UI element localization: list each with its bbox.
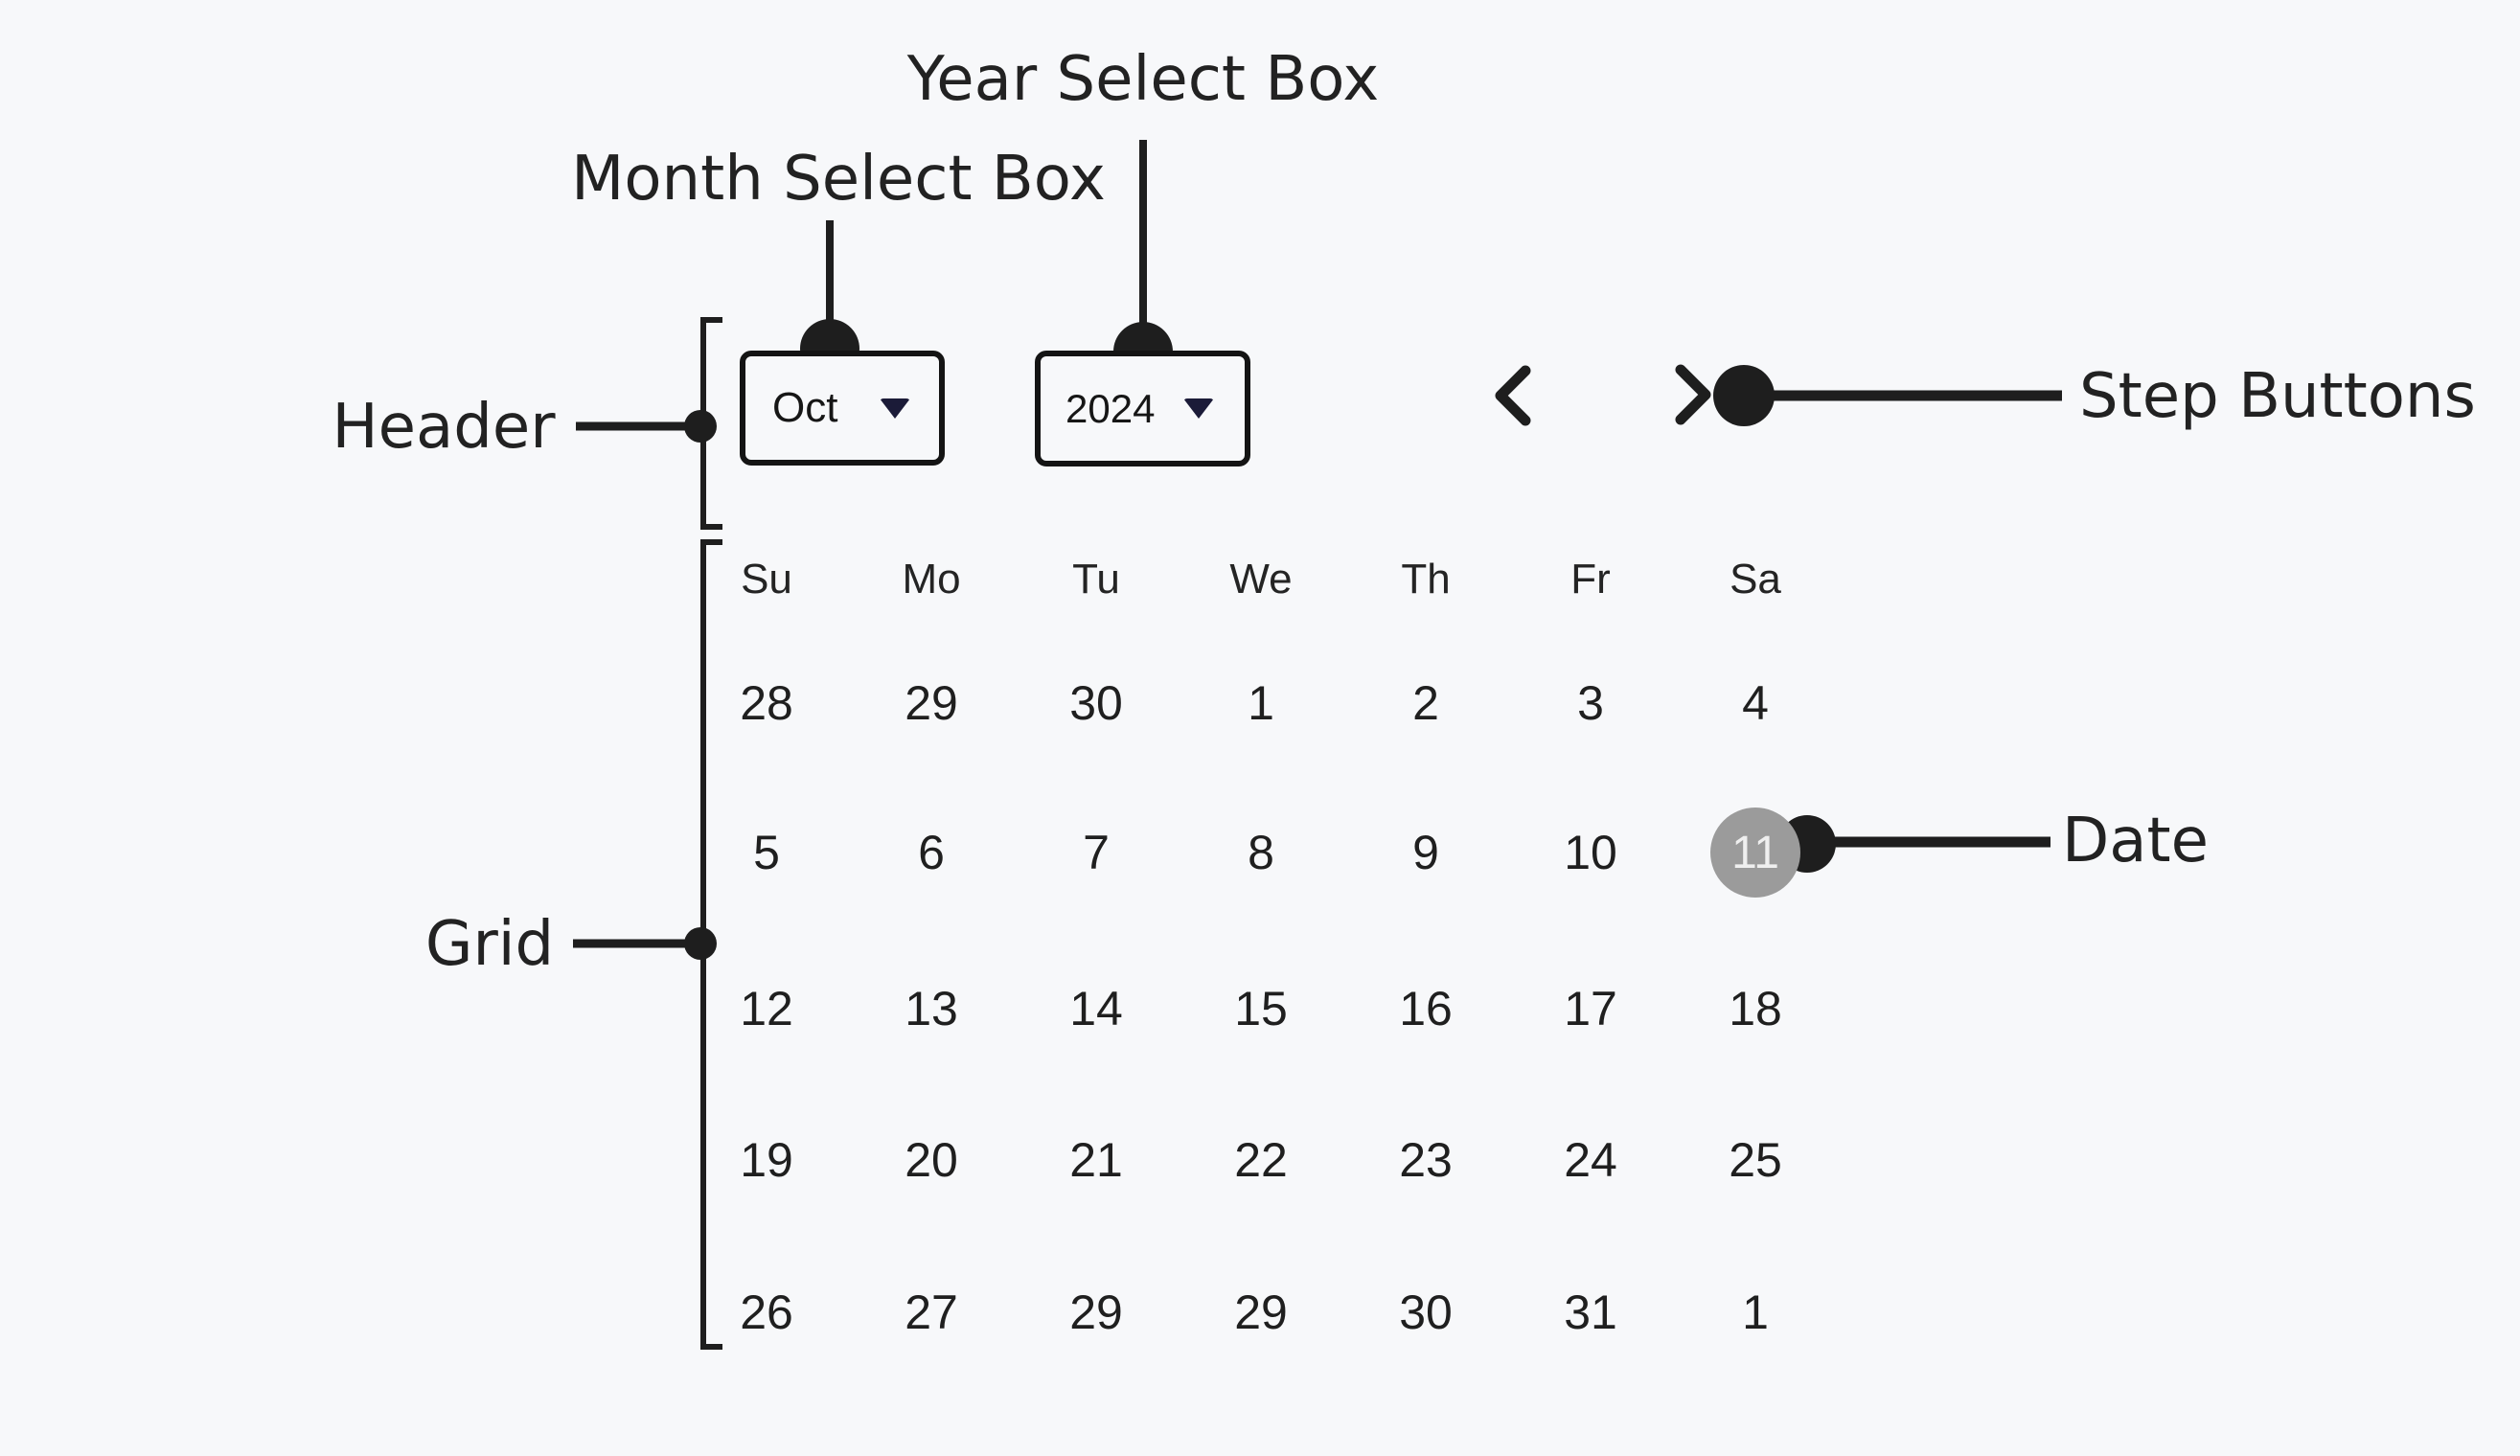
date-cell[interactable]: 18 (1729, 982, 1782, 1035)
date-cell[interactable]: 21 (1069, 1133, 1123, 1187)
caret-down-icon (880, 398, 910, 419)
grid-annotation: Grid (424, 909, 555, 980)
date-cell[interactable]: 12 (740, 982, 793, 1035)
calendar-week-row: 12 13 14 15 16 17 18 (684, 932, 1838, 1085)
header-bracket (700, 317, 722, 530)
date-cell[interactable]: 19 (740, 1133, 793, 1187)
date-cell[interactable]: 20 (905, 1133, 958, 1187)
selected-date-badge[interactable]: 11 (1710, 808, 1800, 898)
date-cell[interactable]: 10 (1564, 826, 1617, 879)
date-cell[interactable]: 4 (1742, 676, 1769, 730)
date-cell[interactable]: 14 (1069, 982, 1123, 1035)
date-cell[interactable]: 2 (1412, 676, 1439, 730)
date-cell[interactable]: 15 (1234, 982, 1288, 1035)
date-cell[interactable]: 8 (1248, 826, 1274, 879)
year-select-value: 2024 (1065, 385, 1156, 431)
date-cell[interactable]: 25 (1729, 1133, 1782, 1187)
date-cell[interactable]: 30 (1399, 1285, 1453, 1339)
calendar-week-row: 19 20 21 22 23 24 25 (684, 1083, 1838, 1237)
chevron-left-icon (1495, 365, 1531, 426)
year-select-annotation: Year Select Box (906, 44, 1380, 115)
caret-down-icon (1183, 398, 1214, 419)
month-select-annotation: Month Select Box (571, 144, 1106, 215)
date-cell[interactable]: 1 (1248, 676, 1274, 730)
weekday-label: Su (741, 556, 792, 603)
header-anchor-dot (684, 410, 717, 443)
date-cell[interactable]: 26 (740, 1285, 793, 1339)
date-cell[interactable]: 27 (905, 1285, 958, 1339)
date-cell-selected[interactable]: 11 (1673, 776, 1838, 929)
weekday-label: Mo (902, 556, 961, 603)
date-cell[interactable]: 16 (1399, 982, 1453, 1035)
weekday-label: Fr (1570, 556, 1611, 603)
weekday-header-row: Su Mo Tu We Th Fr Sa (684, 503, 1838, 656)
date-cell[interactable]: 29 (1069, 1285, 1123, 1339)
step-buttons-annotation: Step Buttons (2079, 361, 2476, 432)
next-month-step-button[interactable] (1663, 360, 1721, 429)
date-cell[interactable]: 29 (1234, 1285, 1288, 1339)
date-cell[interactable]: 13 (905, 982, 958, 1035)
month-select-box[interactable]: Oct (740, 351, 945, 466)
weekday-label: Th (1401, 556, 1451, 603)
date-cell[interactable]: 31 (1564, 1285, 1617, 1339)
previous-month-step-button[interactable] (1485, 361, 1543, 430)
date-cell[interactable]: 7 (1083, 826, 1110, 879)
weekday-label: Sa (1730, 556, 1781, 603)
weekday-label: Tu (1072, 556, 1120, 603)
date-cell[interactable]: 6 (918, 826, 945, 879)
date-cell[interactable]: 1 (1742, 1285, 1769, 1339)
chevron-right-icon (1675, 364, 1711, 425)
date-cell[interactable]: 30 (1069, 676, 1123, 730)
weekday-label: We (1229, 556, 1293, 603)
date-cell[interactable]: 29 (905, 676, 958, 730)
date-cell[interactable]: 28 (740, 676, 793, 730)
date-cell[interactable]: 17 (1564, 982, 1617, 1035)
date-annotation: Date (2062, 806, 2209, 876)
calendar-week-row: 5 6 7 8 9 10 11 (684, 776, 1838, 929)
date-cell[interactable]: 3 (1577, 676, 1604, 730)
date-cell[interactable]: 5 (753, 826, 780, 879)
date-cell[interactable]: 23 (1399, 1133, 1453, 1187)
header-annotation: Header (332, 392, 556, 463)
date-cell[interactable]: 24 (1564, 1133, 1617, 1187)
date-cell[interactable]: 9 (1412, 826, 1439, 879)
month-select-value: Oct (772, 384, 838, 431)
date-cell[interactable]: 22 (1234, 1133, 1288, 1187)
year-select-box[interactable]: 2024 (1035, 351, 1250, 466)
step-anchor-dot (1713, 365, 1775, 426)
calendar-week-row: 28 29 30 1 2 3 4 (684, 626, 1838, 780)
calendar-week-row: 26 27 29 29 30 31 1 (684, 1236, 1838, 1389)
